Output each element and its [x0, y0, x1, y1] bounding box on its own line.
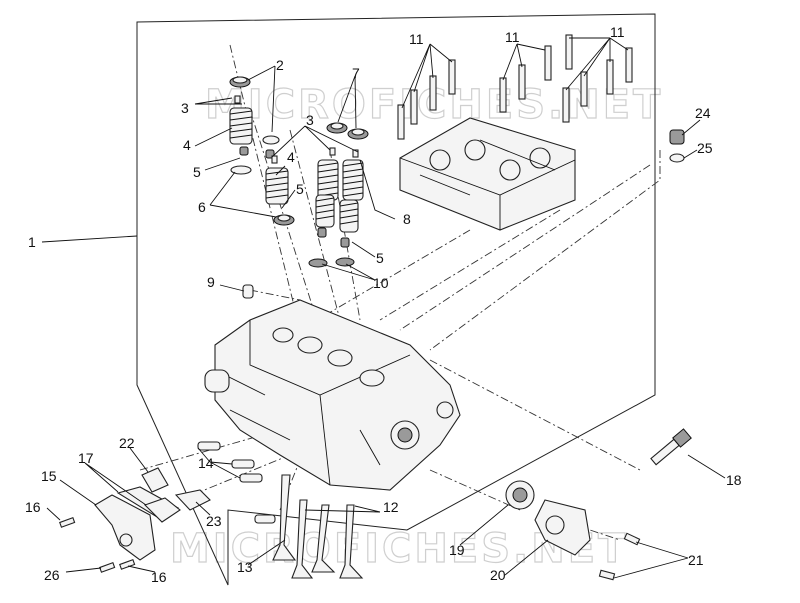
callout-6: 6	[198, 199, 206, 215]
callout-13: 13	[237, 559, 253, 575]
callout-16b: 16	[151, 569, 167, 585]
callout-16a: 16	[25, 499, 41, 515]
callout-numbers: 1 2 3 3 4 4 5 5 5 6 7 8 9 10 11 11 11 12…	[25, 24, 742, 585]
leader-lines	[41, 37, 726, 579]
callout-7: 7	[352, 65, 360, 81]
callout-1: 1	[28, 234, 36, 250]
callout-20: 20	[490, 567, 506, 583]
callout-10: 10	[373, 275, 389, 291]
valve-gear-parts	[229, 76, 369, 299]
callout-9: 9	[207, 274, 215, 290]
callout-5b: 5	[296, 181, 304, 197]
callout-12: 12	[383, 499, 399, 515]
temperature-sensor	[650, 428, 692, 466]
callout-23: 23	[206, 513, 222, 529]
plug-and-washer	[669, 129, 685, 163]
camshaft-carrier	[397, 34, 633, 231]
callout-4b: 4	[287, 149, 295, 165]
callout-4: 4	[183, 137, 191, 153]
callout-25: 25	[697, 140, 713, 156]
callout-21: 21	[688, 552, 704, 568]
assembly-frame	[136, 13, 656, 586]
callout-19: 19	[449, 542, 465, 558]
callout-22: 22	[119, 435, 135, 451]
cylinder-head	[204, 299, 461, 491]
callout-11a: 11	[409, 31, 424, 47]
callout-18: 18	[726, 472, 742, 488]
thermostat-housing	[505, 480, 641, 581]
callout-5: 5	[193, 164, 201, 180]
callout-11c: 11	[610, 24, 625, 40]
callout-8: 8	[403, 211, 411, 227]
callout-2: 2	[276, 57, 284, 73]
callout-11b: 11	[505, 29, 520, 45]
callout-26: 26	[44, 567, 60, 583]
callout-14: 14	[198, 455, 214, 471]
callout-3: 3	[181, 100, 189, 116]
valves	[272, 474, 364, 579]
callout-24: 24	[695, 105, 711, 121]
callout-15: 15	[41, 468, 57, 484]
callout-3b: 3	[306, 112, 314, 128]
breather-parts	[59, 467, 211, 573]
callout-17: 17	[78, 450, 94, 466]
callout-5c: 5	[376, 250, 384, 266]
